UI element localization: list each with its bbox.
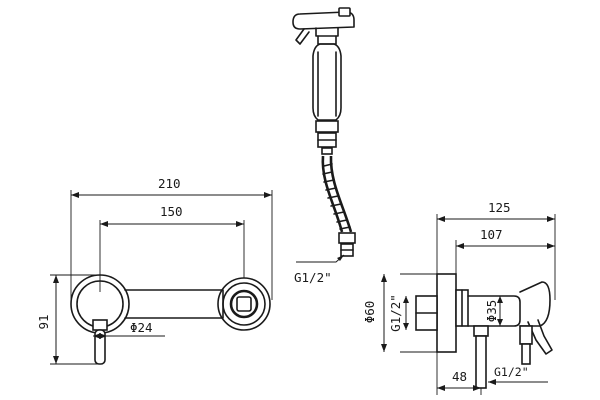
side-plate-diameter-label: Φ60 xyxy=(362,301,377,324)
front-center-distance-label: 150 xyxy=(160,204,183,219)
side-inlet-thread-label: G1/2" xyxy=(388,294,403,332)
hose-thread-label: G1/2" xyxy=(294,270,332,285)
side-body-depth-label: 107 xyxy=(480,227,503,242)
side-dimensions: 125 107 Φ60 G1/2" Φ35 48 G1/2" xyxy=(362,200,556,395)
front-height-label: 91 xyxy=(36,314,51,329)
front-dimensions: 210 150 91 Φ24 xyxy=(36,176,273,365)
front-view xyxy=(70,274,271,365)
side-body-diameter-label: Φ35 xyxy=(484,300,499,323)
side-total-depth-label: 125 xyxy=(488,200,511,215)
front-total-width-label: 210 xyxy=(158,176,181,191)
side-outlet-thread-label: G1/2" xyxy=(494,365,529,379)
side-view xyxy=(415,273,553,389)
shower-hose xyxy=(321,155,356,257)
side-wall-depth-label: 48 xyxy=(452,369,467,384)
front-handle-diameter-label: Φ24 xyxy=(130,320,153,335)
hose-thread-callout: G1/2" xyxy=(294,254,345,285)
hand-shower xyxy=(292,7,355,155)
